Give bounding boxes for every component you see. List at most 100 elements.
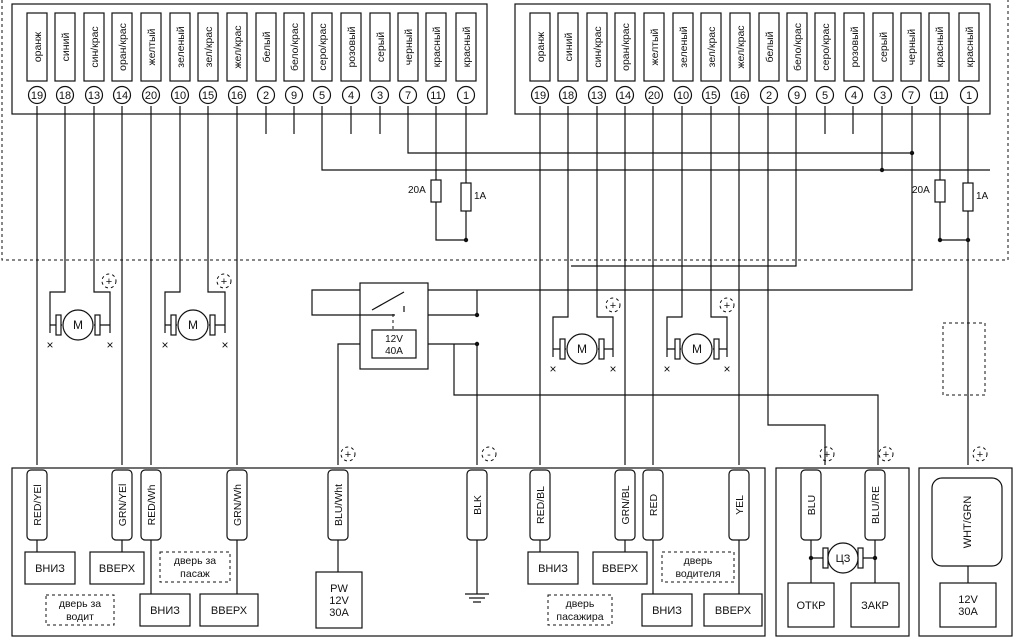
block-label: ВНИЗ [652,605,682,617]
wire-tag-blu-wht: BLU/Wht [333,484,345,526]
polarity-sign: - [487,449,491,461]
pin-number-circle [558,85,578,105]
wire-color-label: розовый [346,26,358,67]
cross-mark: × [221,338,228,352]
pin-color-box [557,12,579,82]
pin-number: 5 [319,90,325,102]
relay-line2: 40A [385,346,403,357]
relay-switch [360,291,405,316]
pin-number: 20 [648,90,660,102]
pin-color-box [843,12,865,82]
block-label: ВНИЗ [150,605,180,617]
wire-whitered-right [571,106,797,267]
wire-blue-left [49,106,66,312]
dotted-module [942,322,986,396]
cross-mark: × [663,362,670,376]
wire-tag-red-yel: RED/YEl [32,484,44,525]
pin-color-box [140,12,162,82]
wire-color-label: оранж [32,32,44,62]
pin-color-box [283,12,305,82]
junction-dots [463,150,971,347]
lock-dot-left [808,555,814,561]
block-label: ВВЕРХ [211,605,248,617]
pin-number-circle [284,85,304,105]
cross-mark: × [46,338,53,352]
door-label-line2: водит [66,611,94,623]
window-motors: M××M××M××M×× [46,309,731,376]
block-label: ВВЕРХ [99,563,136,575]
fuse-20a-left-label: 20A [408,185,426,196]
pin-color-box [26,12,48,82]
motor-label: M [577,342,587,356]
fuse-1a-left-label: 1A [474,191,487,202]
wire-color-label: серый [878,32,890,62]
door-label-box [45,594,115,626]
pin-color-box [197,12,219,82]
pin-number: 20 [145,90,157,102]
wire-color-label: жел/крас [232,25,244,68]
pin-color-box [872,12,894,82]
wire-color-label: красный [461,26,473,67]
function-block [139,593,191,627]
pin-color-box [340,12,362,82]
wire-color-label: красный [431,26,443,67]
fuse-1a-right [962,182,974,212]
wire-relay-pw [337,343,360,465]
door-label-line1: дверь за [174,555,216,567]
pin-number-circle [170,85,190,105]
pin-number: 16 [231,90,243,102]
pin-number: 1 [463,90,469,102]
motor-label: M [188,318,198,332]
function-block [939,582,997,628]
function-block [787,582,835,628]
pin-number-circle [787,85,807,105]
polarity-marks: +++++-+++ [101,273,988,462]
wire-color-label: синий [60,33,72,62]
lock-bracket2 [857,547,864,569]
pin-number: 14 [116,90,128,102]
pin-number-circle [673,85,693,105]
pin-number-circle [815,85,835,105]
pin-number: 15 [202,90,214,102]
pin-color-box [586,12,608,82]
block-label: 12V [958,594,978,606]
pin-number-circle [587,85,607,105]
relay-coil [371,329,417,359]
pin-number-circle [959,85,979,105]
pin-color-box [786,12,808,82]
pin-color-box [397,12,419,82]
wire-black-left [407,106,912,154]
door-label-line1: дверь [684,555,713,567]
fuse-20a-right-label: 20A [912,185,930,196]
function-block [641,593,693,627]
wire-color-label: белый [764,31,776,62]
pin-number-circle [873,85,893,105]
pin-color-box [169,12,191,82]
window-motor: M×× [663,333,731,376]
block-label: ВВЕРХ [715,605,752,617]
block-label: PW [330,583,348,595]
block-label: 30A [329,607,349,619]
wire-blue-right [552,106,569,336]
polarity-sign: + [610,300,616,312]
pin-color-box [255,12,277,82]
pin-color-box [814,12,836,82]
wire-color-label: оранж [535,32,547,62]
pin-number-circle [27,85,47,105]
polarity-circle [340,446,356,462]
pin-color-box [311,12,333,82]
block-label: 12V [329,595,349,607]
fuse-1a-left [460,182,472,212]
block-label: ЗАКР [861,600,889,612]
door-label-box [547,594,613,626]
pin-number: 4 [348,90,354,102]
wire-greenred-left [207,106,226,312]
pin-number: 2 [263,90,269,102]
pin-number-circle [227,85,247,105]
lock-motor [827,542,859,574]
pin-number-circle [312,85,332,105]
pin-number: 19 [31,90,43,102]
wire-color-label: желтый [146,28,158,65]
pin-number: 10 [677,90,689,102]
